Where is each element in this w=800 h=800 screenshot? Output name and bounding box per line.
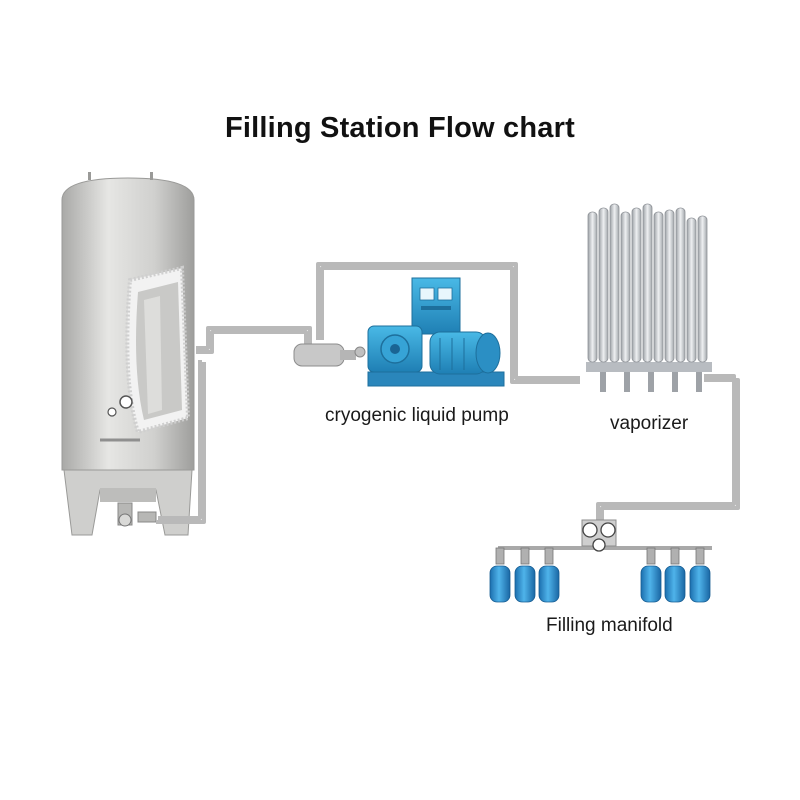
vaporizer-fin xyxy=(620,211,631,363)
pipe-network xyxy=(156,262,740,526)
vaporizer-leg xyxy=(672,372,678,392)
cylinder-valve xyxy=(695,547,705,565)
vaporizer-fin xyxy=(587,211,598,363)
vaporizer-fin xyxy=(642,203,653,363)
vaporizer-leg xyxy=(696,372,702,392)
gas-cylinder xyxy=(664,565,686,603)
vaporizer-fin xyxy=(697,215,708,363)
storage-tank xyxy=(61,172,195,536)
manifold-label: Filling manifold xyxy=(546,615,673,636)
pump-label: cryogenic liquid pump xyxy=(325,405,509,426)
gas-cylinder xyxy=(489,565,511,603)
vaporizer-fin xyxy=(686,217,697,363)
cryogenic-pump xyxy=(293,277,505,387)
vaporizer xyxy=(586,203,712,392)
filling-manifold xyxy=(489,519,712,603)
vaporizer-fin xyxy=(598,207,609,363)
cylinder-valve xyxy=(544,547,554,565)
vaporizer-label: vaporizer xyxy=(610,413,689,434)
cylinder-valve xyxy=(495,547,505,565)
vaporizer-fin xyxy=(609,203,620,363)
vaporizer-leg xyxy=(624,372,630,392)
gas-cylinder xyxy=(640,565,662,603)
vaporizer-fin xyxy=(664,209,675,363)
diagram-title: Filling Station Flow chart xyxy=(225,112,575,144)
vaporizer-leg xyxy=(600,372,606,392)
cylinder-valve xyxy=(646,547,656,565)
vaporizer-fin xyxy=(653,211,664,363)
vaporizer-fin xyxy=(675,207,686,363)
vaporizer-fin xyxy=(631,207,642,363)
gas-cylinder xyxy=(514,565,536,603)
cylinder-valve xyxy=(520,547,530,565)
gas-cylinder xyxy=(538,565,560,603)
vaporizer-leg xyxy=(648,372,654,392)
gas-cylinder xyxy=(689,565,711,603)
cylinder-valve xyxy=(670,547,680,565)
